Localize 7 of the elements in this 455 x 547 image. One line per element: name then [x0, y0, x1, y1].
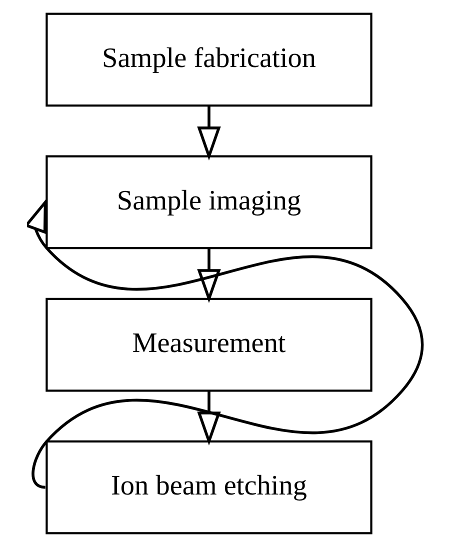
arrow: [197, 106, 221, 160]
node-box: Measurement: [46, 298, 372, 392]
node-box: Sample imaging: [46, 155, 372, 250]
arrow: [197, 390, 221, 446]
arrow: [197, 248, 221, 303]
node-box: Sample fabrication: [46, 12, 372, 107]
node-box: Ion beam etching: [46, 440, 372, 534]
